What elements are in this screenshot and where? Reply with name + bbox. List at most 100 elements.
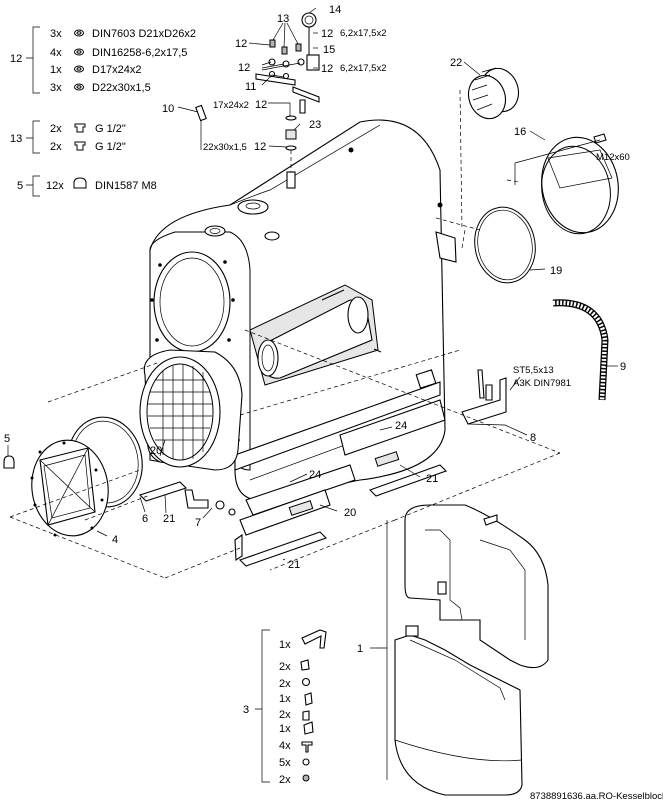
callout-22: 22	[450, 57, 462, 69]
legend-12-row-2: 1x D17x24x2	[50, 64, 142, 76]
cap-nut-5	[3, 455, 15, 469]
callout-6: 6	[142, 513, 148, 525]
callout-12: 12	[235, 38, 247, 50]
washer-icon	[74, 29, 84, 37]
washer-icon	[74, 48, 84, 56]
rails-and-feet	[138, 399, 448, 567]
elbow-7	[184, 489, 236, 516]
svg-text:2x: 2x	[279, 774, 291, 786]
legend-group-3: 3 1x 2x 2x 1x 2x 1x 4x 5x 2x	[243, 629, 327, 786]
nut-icon	[302, 774, 310, 782]
svg-text:1x: 1x	[279, 639, 291, 651]
callout-12: 12	[321, 63, 333, 75]
washer-icon	[74, 65, 84, 73]
leader-lines	[7, 7, 618, 780]
legend-group-13: 13 2x G 1/2" 2x G 1/2"	[10, 120, 126, 154]
callout-4: 4	[112, 534, 118, 546]
callout-5: 5	[4, 433, 10, 445]
callout-15: 15	[323, 44, 335, 56]
callout-11: 11	[245, 81, 256, 93]
svg-text:2x: 2x	[50, 141, 62, 153]
callout-20: 20	[344, 507, 356, 519]
callout-24: 24	[395, 420, 407, 432]
rear-cover-16	[541, 133, 619, 235]
explosion-lines	[9, 89, 561, 579]
spec-label: ST5,5x13	[513, 365, 554, 376]
rear-ring-22	[467, 67, 520, 120]
plug-icon	[74, 141, 86, 151]
legend-group-5: 5 12x DIN1587 M8	[17, 175, 157, 197]
svg-text:DIN1587 M8: DIN1587 M8	[95, 180, 157, 192]
svg-text:1x: 1x	[50, 64, 62, 76]
svg-text:5x: 5x	[279, 757, 291, 769]
legend-5-ref: 5	[17, 180, 23, 192]
rear-gasket-19	[474, 206, 536, 284]
spec-label: 6,2x17,5x2	[340, 63, 386, 74]
callout-21: 21	[288, 559, 300, 571]
svg-text:2x: 2x	[279, 661, 291, 673]
casing-front-panel	[394, 634, 523, 796]
callout-21: 21	[426, 473, 438, 485]
spec-label: 17x24x2	[213, 100, 249, 111]
spec-label: M12x60	[596, 152, 630, 163]
screw-icon	[301, 741, 313, 753]
casing-top-shell	[404, 504, 549, 669]
nut-icon	[302, 758, 310, 766]
callout-9: 9	[620, 361, 626, 373]
callout-10: 10	[162, 103, 174, 115]
callout-24: 24	[309, 469, 321, 481]
svg-text:D22x30x1,5: D22x30x1,5	[92, 82, 151, 94]
callout-12: 12	[238, 62, 250, 74]
callout-8: 8	[530, 432, 536, 444]
callout-16: 16	[514, 126, 526, 138]
callout-20: 20	[150, 445, 162, 457]
callout-1: 1	[357, 643, 363, 655]
svg-text:DIN16258-6,2x17,5: DIN16258-6,2x17,5	[92, 47, 187, 59]
callouts: 13 14 12 12 6,2x17,5x2 15 12 12 6,2x17,5…	[4, 4, 630, 655]
svg-text:G 1/2": G 1/2"	[95, 123, 126, 135]
callout-23: 23	[309, 119, 321, 131]
front-plate-4	[30, 439, 109, 537]
callout-7: 7	[195, 517, 201, 529]
callout-21: 21	[163, 513, 175, 525]
callout-12: 12	[254, 141, 266, 153]
spec-label: 22x30x1,5	[203, 142, 247, 153]
pin-icon	[304, 692, 313, 706]
legend-13-ref: 13	[10, 133, 22, 145]
svg-text:1x: 1x	[279, 693, 291, 705]
legend-12-row-1: 4x DIN16258-6,2x17,5	[50, 47, 187, 59]
legend-12-ref: 12	[10, 53, 22, 65]
top-flange-port	[237, 199, 269, 215]
callout-13: 13	[277, 13, 289, 25]
svg-text:1x: 1x	[279, 723, 291, 735]
svg-text:3x: 3x	[50, 28, 62, 40]
legend-13-row-1: 2x G 1/2"	[50, 141, 126, 153]
legend-3-ref: 3	[243, 704, 249, 716]
callout-14: 14	[329, 4, 341, 16]
svg-text:2x: 2x	[50, 123, 62, 135]
legend-13-row-0: 2x G 1/2"	[50, 123, 126, 135]
bracket-8	[461, 369, 507, 425]
svg-text:D17x24x2: D17x24x2	[92, 64, 142, 76]
svg-text:DIN7603 D21xD26x2: DIN7603 D21xD26x2	[92, 28, 196, 40]
legend-12-row-3: 3x D22x30x1,5	[50, 82, 151, 94]
casing-1	[394, 504, 549, 796]
front-opening	[153, 251, 231, 353]
svg-text:3x: 3x	[50, 82, 62, 94]
callout-12: 12	[255, 99, 267, 111]
svg-text:12x: 12x	[46, 180, 64, 192]
svg-text:G 1/2": G 1/2"	[95, 141, 126, 153]
front-cover-20	[139, 349, 243, 471]
bracket-icon	[301, 629, 327, 649]
drawing-number: 8738891636.aa.RO-Kesselblock	[530, 791, 663, 802]
legend-group-12: 12 3x DIN7603 D21xD26x2 4x DIN16258-6,2x…	[10, 26, 196, 94]
callout-12: 12	[236, 38, 248, 50]
callout-19: 19	[550, 265, 562, 277]
washer-icon	[74, 83, 84, 91]
legend-12-row-0: 3x DIN7603 D21xD26x2	[50, 28, 196, 40]
svg-text:2x: 2x	[279, 709, 291, 721]
nut-icon	[301, 677, 311, 687]
spec-label: 6,2x17,5x2	[340, 28, 386, 39]
screw-icon	[300, 659, 310, 671]
